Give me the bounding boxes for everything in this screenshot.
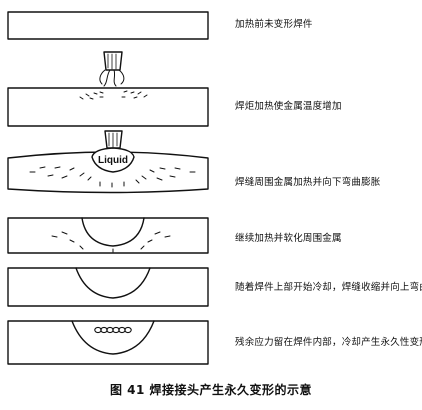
step-3-label: 焊缝周围金属加热并向下弯曲膨胀 bbox=[235, 177, 381, 188]
panel-4-softening bbox=[7, 217, 209, 254]
step-4-label: 继续加热并软化周围金属 bbox=[235, 233, 342, 244]
weld-zone bbox=[75, 267, 151, 299]
torch-icon bbox=[99, 51, 125, 87]
plate-4 bbox=[7, 217, 209, 254]
liquid-label: Liquid bbox=[98, 155, 128, 166]
panel-6-residual-stress bbox=[7, 320, 209, 365]
heat-marks bbox=[79, 90, 148, 100]
step-2-label: 焊炬加热使金属温度增加 bbox=[235, 101, 342, 112]
figure-caption: 图 41 焊接接头产生永久变形的示意 bbox=[109, 383, 313, 397]
step-6-label: 残余应力留在焊件内部，冷却产生永久性变形 bbox=[235, 337, 422, 348]
liquid-pool bbox=[91, 147, 135, 173]
softened-zone bbox=[81, 217, 145, 247]
panel-5-cooling bbox=[7, 267, 209, 307]
panel-1-plate bbox=[7, 11, 209, 40]
weld-bead bbox=[94, 326, 132, 334]
step-1-label: 加热前未变形焊件 bbox=[235, 19, 313, 30]
plate-1 bbox=[7, 11, 209, 40]
step-5-label: 随着焊件上部开始冷却，焊缝收缩并向上弯曲 bbox=[235, 282, 422, 293]
panel-3-liquid-pool bbox=[7, 130, 209, 194]
plate-3 bbox=[7, 151, 209, 194]
plate-6 bbox=[7, 320, 209, 365]
heat-marks bbox=[29, 166, 196, 188]
weld-zone bbox=[71, 320, 155, 355]
heat-marks bbox=[51, 231, 171, 253]
panel-2-torch-heating bbox=[7, 51, 209, 127]
plate-2 bbox=[7, 87, 209, 127]
plate-5 bbox=[7, 267, 209, 307]
